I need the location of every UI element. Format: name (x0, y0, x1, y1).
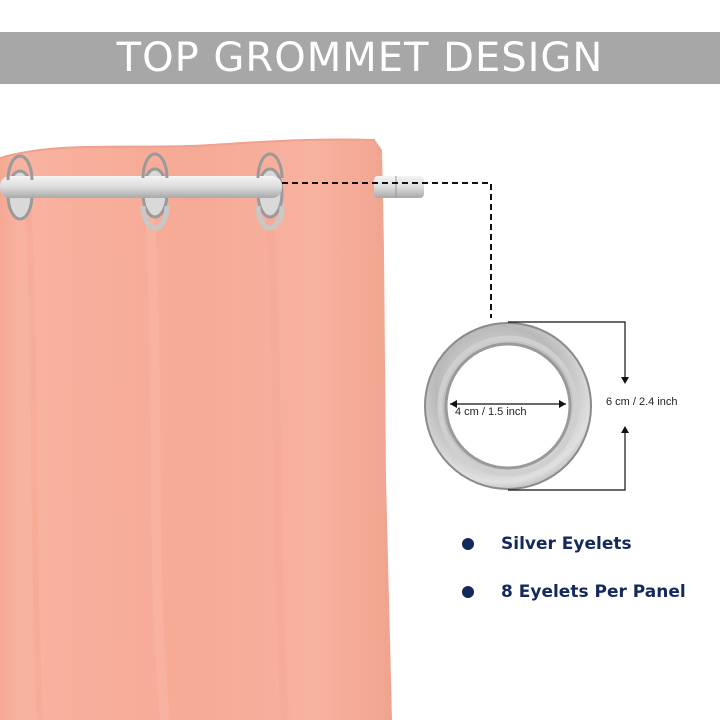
curtain-top-edge (0, 138, 376, 159)
outer-diameter-label: 6 cm / 2.4 inch (606, 396, 678, 408)
banner-title: TOP GROMMET DESIGN (116, 35, 604, 81)
bullet-icon (462, 538, 474, 550)
curtain-fold (25, 199, 43, 720)
curtain-panel (0, 139, 392, 720)
title-banner: TOP GROMMET DESIGN (0, 32, 720, 84)
curtain-rod-end (374, 176, 424, 198)
feature-label: 8 Eyelets Per Panel (501, 582, 686, 602)
inner-diameter-label: 4 cm / 1.5 inch (455, 406, 527, 418)
outer-diameter-bracket (508, 321, 626, 380)
feature-item: 8 Eyelets Per Panel (462, 578, 686, 606)
feature-label: Silver Eyelets (501, 534, 632, 554)
curtain-fold (145, 214, 170, 720)
bullet-icon (462, 586, 474, 598)
feature-item: Silver Eyelets (462, 530, 686, 558)
curtain-rod (0, 176, 282, 198)
curtain-fold (266, 214, 289, 720)
feature-list: Silver Eyelets 8 Eyelets Per Panel (462, 530, 686, 626)
